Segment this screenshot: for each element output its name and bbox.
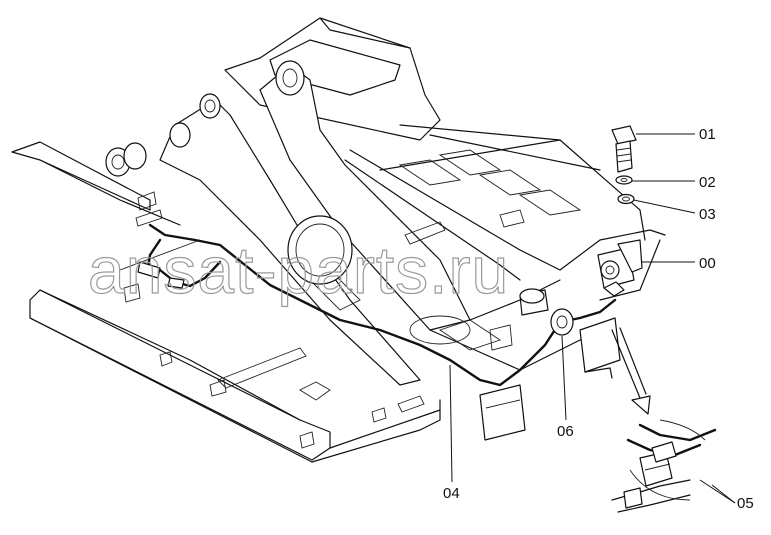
callout-01: 01 xyxy=(699,126,716,143)
left-track-frame xyxy=(11,141,441,463)
bolt-01 xyxy=(611,125,637,173)
grommet-06 xyxy=(550,308,574,336)
callout-00: 00 xyxy=(699,255,716,272)
callout-05: 05 xyxy=(737,495,754,512)
leader-lines xyxy=(449,133,736,504)
callout-03: 03 xyxy=(699,206,716,223)
callout-06: 06 xyxy=(557,423,574,440)
detail-arrow xyxy=(611,327,651,415)
washer-02 xyxy=(615,175,633,185)
right-frame-blocks xyxy=(479,239,661,441)
callout-02: 02 xyxy=(699,174,716,191)
clamp-detail-05 xyxy=(611,419,717,513)
washer-03 xyxy=(617,193,635,205)
watermark-text: ansat-parts.ru xyxy=(88,233,509,307)
switch-assembly-00 xyxy=(597,239,643,297)
main-frame xyxy=(105,17,666,401)
callout-04: 04 xyxy=(443,485,460,502)
